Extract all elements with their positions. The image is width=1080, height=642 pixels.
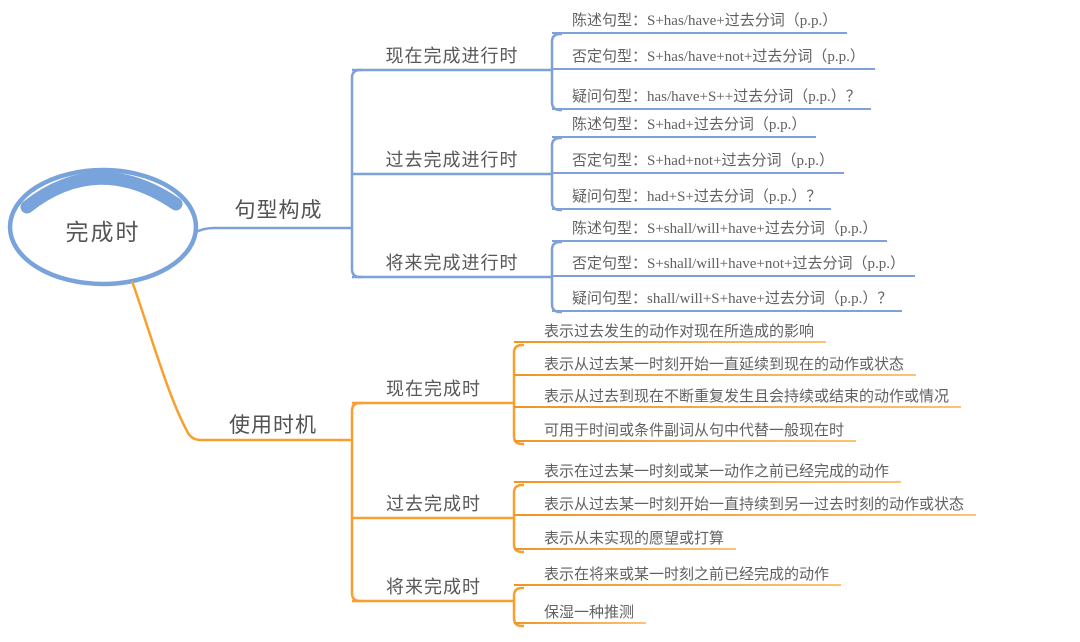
root-topic[interactable]: 完成时 <box>65 220 141 245</box>
leaf-node[interactable]: 表示过去发生的动作对现在所造成的影响 <box>514 321 827 343</box>
leaf-node[interactable]: 表示在将来或某一时刻之前已经完成的动作 <box>514 564 842 586</box>
leaf-node[interactable]: 表示从未实现的愿望或打算 <box>514 528 737 550</box>
branch-label-sentence-patterns[interactable]: 句型构成 <box>234 198 323 222</box>
root-ellipse <box>7 167 199 287</box>
leaf-node[interactable]: 可用于时间或条件副词从句中代替一般现在时 <box>514 420 857 442</box>
subtopic-future-perfect[interactable]: 将来完成时 <box>386 577 481 597</box>
leaf-node[interactable]: 表示在过去某一时刻或某一动作之前已经完成的动作 <box>514 461 902 483</box>
leaf-node[interactable]: 陈述句型：S+shall/will+have+过去分词（p.p.） <box>552 218 888 242</box>
root-ellipse-brush-stroke <box>20 171 183 214</box>
leaf-node[interactable]: 表示从过去到现在不断重复发生且会持续或结束的动作或情况 <box>514 386 962 408</box>
leaf-node[interactable]: 疑问句型：shall/will+S+have+过去分词（p.p.）？ <box>552 288 903 312</box>
leaf-node[interactable]: 否定句型：S+has/have+not+过去分词（p.p.） <box>552 46 875 70</box>
leaf-node[interactable]: 否定句型：S+had+not+过去分词（p.p.） <box>552 150 845 174</box>
leaf-node[interactable]: 疑问句型：has/have+S++过去分词（p.p.）？ <box>552 86 871 110</box>
leaf-node[interactable]: 否定句型：S+shall/will+have+not+过去分词（p.p.） <box>552 253 915 277</box>
branch-label-usage-timing[interactable]: 使用时机 <box>229 413 317 437</box>
leaf-node[interactable]: 保湿一种推测 <box>514 602 647 624</box>
leaf-node[interactable]: 陈述句型：S+had+过去分词（p.p.） <box>552 114 817 138</box>
subtopic-past-perfect[interactable]: 过去完成时 <box>386 494 481 514</box>
leaf-node[interactable]: 表示从过去某一时刻开始一直持续到另一过去时刻的动作或状态 <box>514 494 977 516</box>
subtopic-present-perfect[interactable]: 现在完成时 <box>386 379 481 399</box>
subtopic-future-perfect-progressive[interactable]: 将来完成进行时 <box>385 253 519 273</box>
leaf-node[interactable]: 陈述句型：S+has/have+过去分词（p.p.） <box>552 10 848 34</box>
leaf-node[interactable]: 表示从过去某一时刻开始一直延续到现在的动作或状态 <box>514 354 917 376</box>
branch-connector-orange <box>130 280 352 442</box>
orange-bracket-2 <box>512 483 524 554</box>
subtopic-present-perfect-progressive[interactable]: 现在完成进行时 <box>385 46 519 66</box>
subtopic-past-perfect-progressive[interactable]: 过去完成进行时 <box>385 150 519 170</box>
branch-connector-blue <box>193 226 352 235</box>
leaf-node[interactable]: 疑问句型：had+S+过去分词（p.p.）？ <box>552 186 832 210</box>
